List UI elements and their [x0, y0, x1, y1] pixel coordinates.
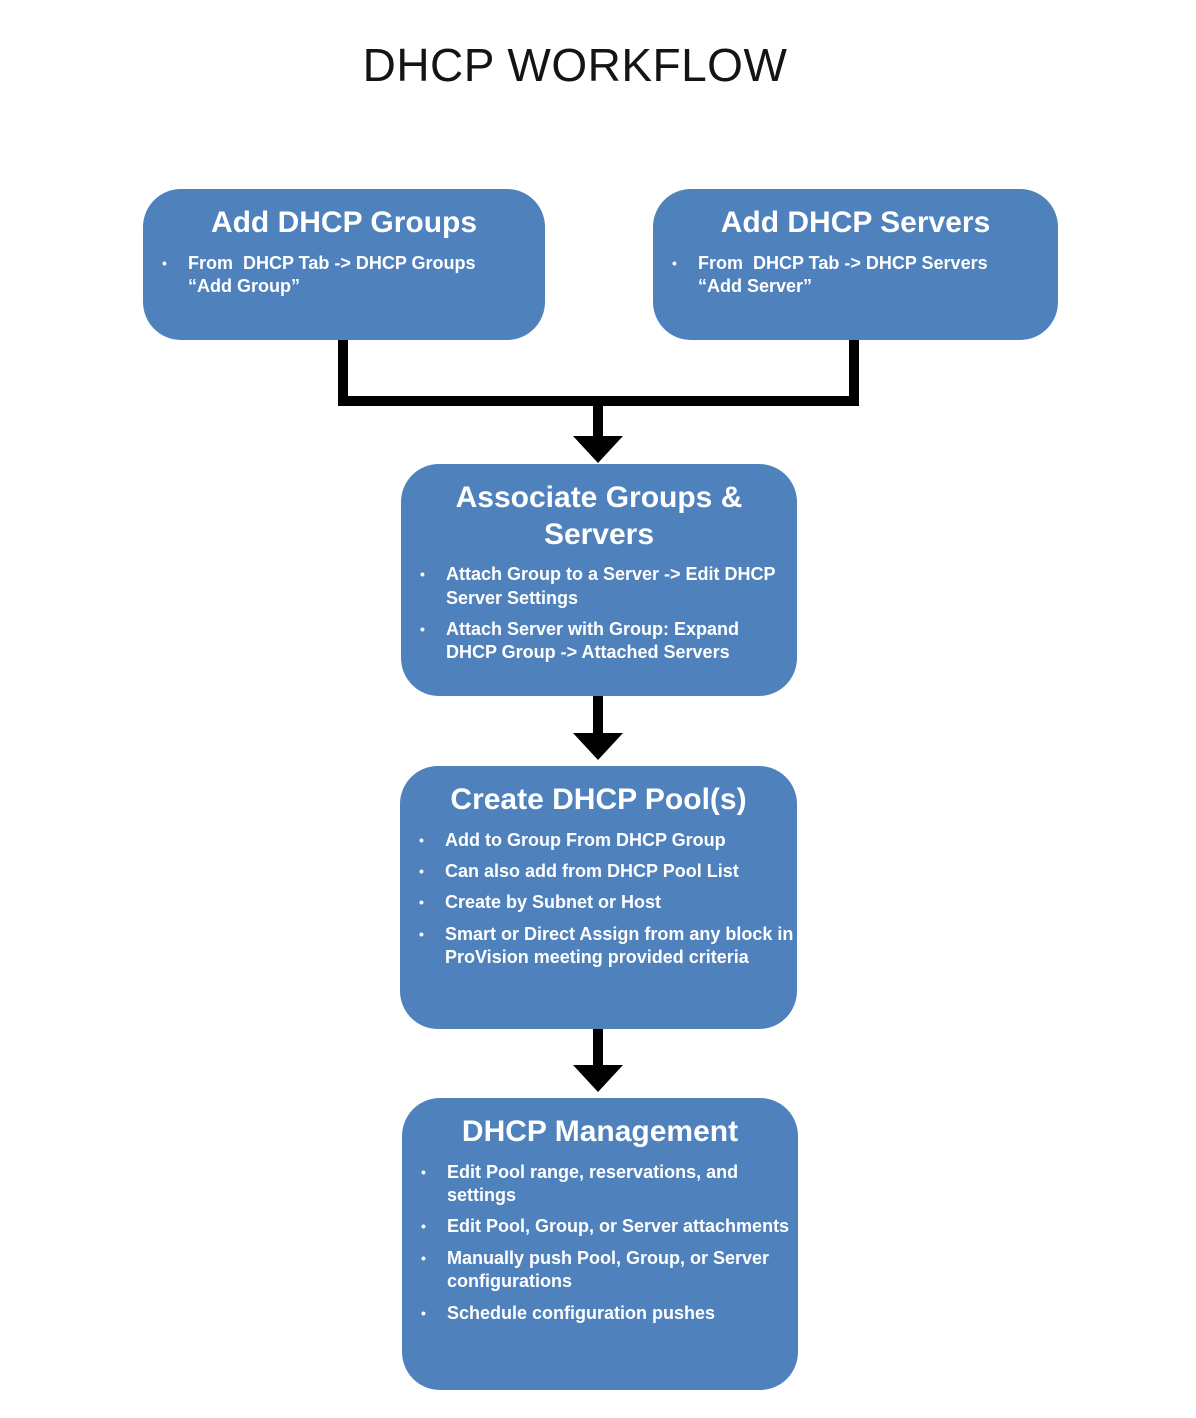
bullet-icon: •: [419, 894, 424, 911]
bullet-item: • Schedule configuration pushes: [421, 1302, 798, 1325]
bullet-item: • Edit Pool, Group, or Server attachment…: [421, 1215, 798, 1238]
bullet-icon: •: [420, 620, 425, 637]
bullet-icon: •: [421, 1249, 426, 1266]
bullet-text: From DHCP Tab -> DHCP Servers “Add Serve…: [698, 252, 993, 296]
flow-node-create-dhcp-pools: Create DHCP Pool(s) • Add to Group From …: [400, 766, 797, 1029]
bullet-item: • From DHCP Tab -> DHCP Servers “Add Ser…: [672, 252, 1058, 299]
node-bullet-list: • Edit Pool range, reservations, and set…: [402, 1161, 798, 1325]
bullet-icon: •: [421, 1218, 426, 1235]
node-bullet-list: • From DHCP Tab -> DHCP Groups “Add Grou…: [143, 252, 545, 299]
flow-node-dhcp-management: DHCP Management • Edit Pool range, reser…: [402, 1098, 798, 1390]
node-heading: DHCP Management: [461, 1115, 739, 1148]
bullet-text: Can also add from DHCP Pool List: [445, 860, 739, 881]
flow-node-add-dhcp-servers: Add DHCP Servers • From DHCP Tab -> DHCP…: [653, 189, 1058, 340]
bullet-item: • Edit Pool range, reservations, and set…: [421, 1161, 798, 1208]
bullet-item: • Attach Server with Group: Expand DHCP …: [420, 618, 797, 665]
connector-horizontal-bar: [338, 396, 859, 406]
down-arrowhead-icon: [573, 733, 623, 760]
bullet-text: Attach Server with Group: Expand DHCP Gr…: [446, 618, 745, 663]
bullet-text: Edit Pool range, reservations, and setti…: [447, 1161, 744, 1205]
node-bullet-list: • Attach Group to a Server -> Edit DHCP …: [401, 563, 797, 665]
bullet-text: Manually push Pool, Group, or Server con…: [447, 1247, 775, 1292]
bullet-text: Schedule configuration pushes: [447, 1302, 716, 1323]
bullet-item: • Manually push Pool, Group, or Server c…: [421, 1247, 798, 1294]
node-bullet-list: • Add to Group From DHCP Group • Can als…: [400, 829, 797, 970]
bullet-icon: •: [420, 566, 425, 583]
bullet-text: Create by Subnet or Host: [445, 892, 662, 913]
node-heading: Associate Groups & Servers: [455, 481, 743, 551]
node-bullet-list: • From DHCP Tab -> DHCP Servers “Add Ser…: [653, 252, 1058, 299]
bullet-icon: •: [162, 254, 167, 271]
bullet-item: • From DHCP Tab -> DHCP Groups “Add Grou…: [162, 252, 545, 299]
node-heading: Add DHCP Groups: [210, 206, 478, 239]
bullet-item: • Smart or Direct Assign from any block …: [419, 923, 797, 970]
connector-left-vertical-line: [338, 340, 348, 403]
bullet-icon: •: [421, 1304, 426, 1321]
connector-right-vertical-line: [849, 340, 859, 403]
bullet-text: Smart or Direct Assign from any block in…: [445, 923, 799, 968]
down-arrow-stem: [593, 696, 603, 735]
flow-node-associate-groups-servers: Associate Groups & Servers • Attach Grou…: [401, 464, 797, 696]
node-heading: Create DHCP Pool(s): [450, 783, 747, 816]
bullet-text: Add to Group From DHCP Group: [445, 829, 726, 850]
down-arrow-stem: [593, 1029, 603, 1067]
bullet-icon: •: [419, 925, 424, 942]
bullet-item: • Add to Group From DHCP Group: [419, 829, 797, 852]
bullet-icon: •: [421, 1163, 426, 1180]
flow-node-add-dhcp-groups: Add DHCP Groups • From DHCP Tab -> DHCP …: [143, 189, 545, 340]
merge-arrow-stem: [593, 406, 603, 438]
down-arrowhead-icon: [573, 1065, 623, 1092]
bullet-icon: •: [419, 831, 424, 848]
bullet-icon: •: [672, 254, 677, 271]
bullet-text: From DHCP Tab -> DHCP Groups “Add Group”: [188, 252, 481, 296]
bullet-item: • Attach Group to a Server -> Edit DHCP …: [420, 563, 797, 610]
bullet-text: Edit Pool, Group, or Server attachments: [447, 1216, 790, 1237]
bullet-item: • Can also add from DHCP Pool List: [419, 860, 797, 883]
node-heading: Add DHCP Servers: [720, 206, 991, 239]
bullet-item: • Create by Subnet or Host: [419, 891, 797, 914]
page-title: DHCP WORKFLOW: [362, 39, 788, 91]
bullet-icon: •: [419, 862, 424, 879]
merge-arrowhead-icon: [573, 436, 623, 463]
bullet-text: Attach Group to a Server -> Edit DHCP Se…: [446, 564, 781, 608]
